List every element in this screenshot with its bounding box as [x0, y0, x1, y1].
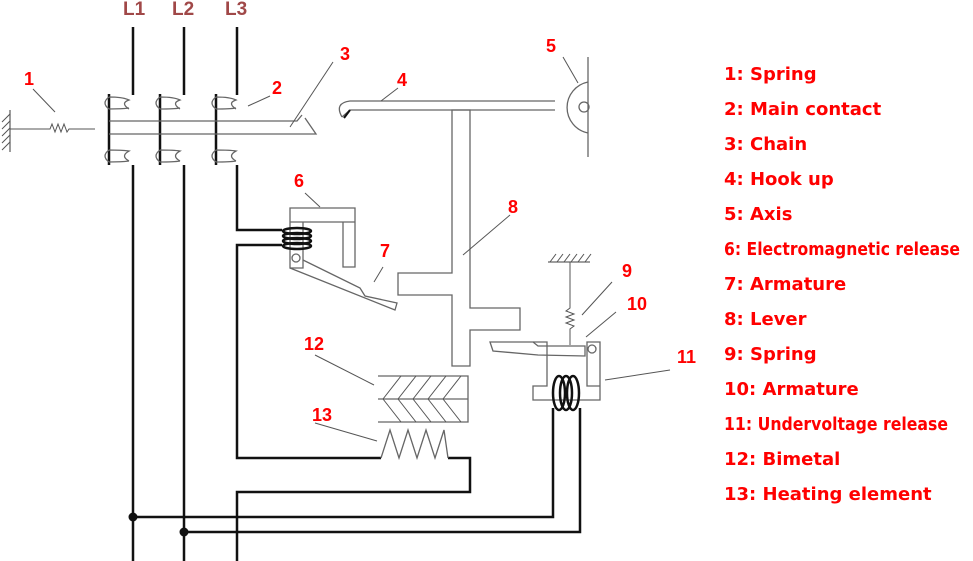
- callout-9: 9: [622, 261, 632, 281]
- legend-item: 7: Armature: [724, 274, 846, 295]
- legend-item: 10: Armature: [724, 379, 859, 400]
- leader-lines: [32, 56, 671, 442]
- junction-dot: [179, 527, 189, 537]
- callout-8: 8: [508, 197, 518, 217]
- phase-label-l3: L3: [225, 0, 247, 20]
- callout-3: 3: [340, 44, 350, 64]
- armature-7: [289, 259, 398, 311]
- callout-12: 12: [304, 334, 324, 354]
- callout-13: 13: [312, 405, 332, 425]
- callout-10: 10: [627, 294, 647, 314]
- lever: [397, 109, 521, 367]
- bimetal: [378, 375, 469, 423]
- legend: 1: Spring 2: Main contact 3: Chain 4: Ho…: [724, 64, 960, 505]
- axis: [566, 57, 590, 157]
- legend-item: 11: Undervoltage release: [724, 414, 948, 435]
- phase-label-l1: L1: [123, 0, 146, 20]
- callout-1: 1: [24, 69, 34, 89]
- legend-item: 2: Main contact: [724, 99, 882, 120]
- heating-element: [380, 427, 449, 461]
- legend-item: 1: Spring: [724, 64, 817, 85]
- hook-lever: [338, 100, 555, 118]
- main-contacts: [104, 94, 238, 165]
- legend-item: 12: Bimetal: [724, 449, 840, 470]
- legend-item: 3: Chain: [724, 134, 807, 155]
- undervoltage-release: [489, 253, 601, 412]
- legend-item: 5: Axis: [724, 204, 792, 225]
- legend-item: 9: Spring: [724, 344, 817, 365]
- callout-2: 2: [272, 78, 282, 98]
- callout-5: 5: [546, 36, 556, 56]
- junction-dot: [128, 512, 138, 522]
- legend-item: 13: Heating element: [724, 484, 932, 505]
- legend-item: 6: Electromagnetic release: [724, 239, 960, 260]
- callout-7: 7: [380, 241, 390, 261]
- phase-label-l2: L2: [172, 0, 194, 20]
- chain-bar: [109, 114, 318, 135]
- callout-4: 4: [397, 70, 407, 90]
- callout-6: 6: [294, 171, 304, 191]
- callout-11: 11: [677, 347, 696, 367]
- phase-wires: [128, 27, 582, 561]
- legend-item: 4: Hook up: [724, 169, 834, 190]
- electromagnetic-release: [281, 207, 356, 269]
- legend-item: 8: Lever: [724, 309, 807, 330]
- spring-1: [1, 110, 95, 152]
